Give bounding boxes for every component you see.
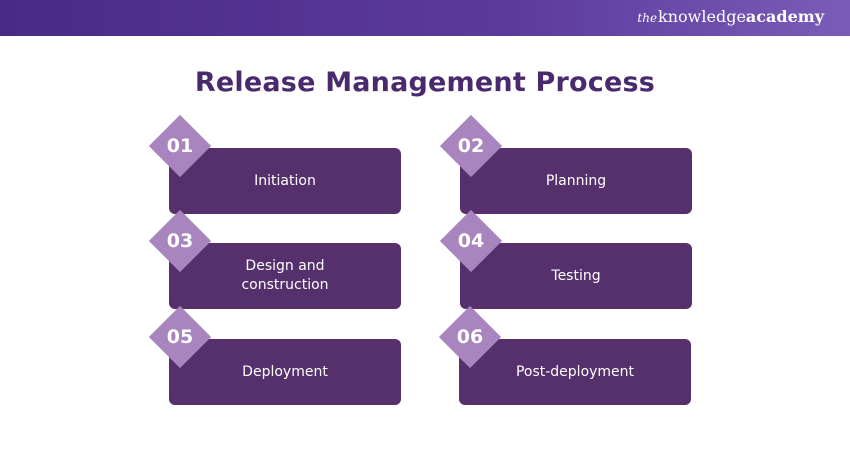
step-label: Planning bbox=[545, 172, 607, 189]
step-number: 03 bbox=[166, 230, 194, 252]
diagram-title: Release Management Process bbox=[194, 67, 656, 98]
step-number: 02 bbox=[457, 135, 485, 157]
top-banner: the knowledge academy bbox=[0, 0, 850, 36]
brand-accent: academy bbox=[745, 7, 824, 26]
step-testing: Testing 04 bbox=[439, 209, 692, 309]
step-label: Post-deployment bbox=[515, 363, 635, 380]
step-box: Planning bbox=[460, 148, 692, 214]
step-label: Testing bbox=[551, 267, 601, 284]
step-label: Design and construction bbox=[241, 258, 329, 293]
step-initiation: Initiation 01 bbox=[148, 114, 401, 214]
step-box: Deployment bbox=[169, 339, 401, 405]
step-post-deployment: Post-deployment 06 bbox=[438, 305, 691, 405]
brand-logo: the knowledge academy bbox=[637, 7, 824, 29]
step-number: 04 bbox=[457, 230, 485, 252]
step-box: Post-deployment bbox=[459, 339, 691, 405]
step-number: 05 bbox=[166, 326, 194, 348]
brand-main: knowledge bbox=[658, 7, 746, 26]
brand-prefix: the bbox=[637, 11, 658, 25]
step-label: Initiation bbox=[254, 172, 316, 189]
step-deployment: Deployment 05 bbox=[148, 305, 401, 405]
step-design-and-construction: Design and construction 03 bbox=[148, 209, 401, 309]
step-number: 01 bbox=[166, 135, 194, 157]
step-label: Deployment bbox=[242, 363, 328, 380]
step-planning: Planning 02 bbox=[439, 114, 692, 214]
step-box: Design and construction bbox=[169, 243, 401, 309]
step-box: Testing bbox=[460, 243, 692, 309]
step-box: Initiation bbox=[169, 148, 401, 214]
step-number: 06 bbox=[456, 326, 484, 348]
